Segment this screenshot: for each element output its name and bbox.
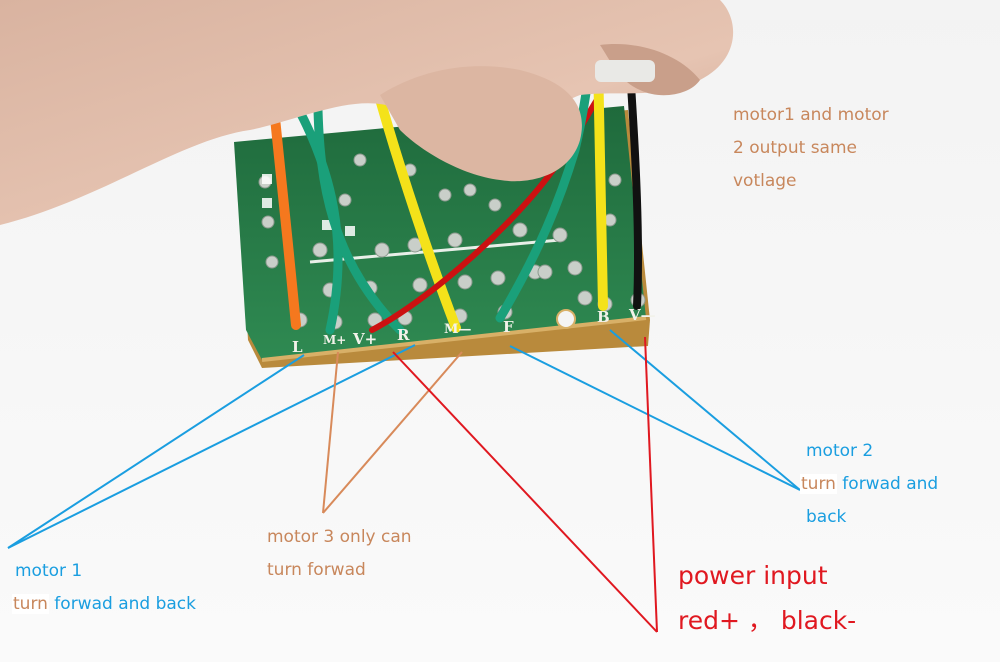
highlight-word: turn (12, 594, 49, 614)
pin-label-r: R (397, 326, 410, 344)
note-line: motor 3 only can (267, 527, 412, 547)
note-motor1-motor2-same: motor1 and motor 2 output same votlage (733, 99, 889, 198)
note-line: red+ ， black- (678, 606, 857, 635)
pin-label-f: F (503, 318, 514, 336)
note-line: motor 1 (15, 561, 83, 581)
pin-label-m-minus: M— (444, 322, 472, 337)
pin-label-v-plus: V+ (353, 330, 378, 348)
hand (0, 0, 734, 225)
note-text: forwad and back (48, 594, 196, 614)
note-line: turn forwad and back (12, 588, 196, 621)
note-line: power input (678, 561, 828, 590)
note-line: 2 output same (733, 138, 857, 158)
wires (270, 55, 643, 335)
note-motor1: motor 1 turn forwad and back (12, 555, 196, 621)
note-power-input: power input red+ ， black- (678, 553, 856, 643)
note-line: votlage (733, 171, 797, 191)
pin-label-b: B (597, 308, 610, 326)
note-line: turn forwad and (800, 468, 938, 501)
highlight-word: turn (800, 474, 837, 494)
note-line: back (806, 507, 847, 527)
annotation-lines (7, 329, 801, 633)
note-motor3: motor 3 only can turn forwad (267, 521, 412, 587)
note-line: motor1 and motor (733, 105, 889, 125)
note-line: motor 2 (806, 441, 874, 461)
note-text: forwad and (836, 474, 939, 494)
pin-label-v-minus: V— (629, 306, 656, 324)
note-motor2: motor 2 turn forwad and back (800, 435, 938, 534)
note-line: turn forwad (267, 560, 366, 580)
pin-label-m-plus: M+ (323, 333, 347, 347)
pin-label-l: L (292, 338, 303, 356)
